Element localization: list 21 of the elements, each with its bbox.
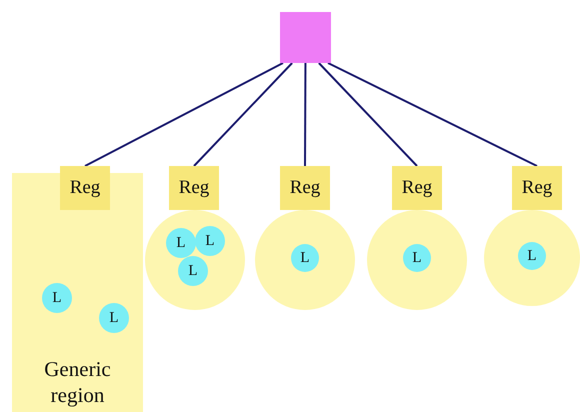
reg-box: Reg bbox=[512, 166, 562, 210]
connector-line bbox=[328, 62, 538, 167]
connector-line bbox=[318, 62, 418, 167]
connector-line bbox=[84, 62, 284, 167]
l-circle: L bbox=[291, 244, 319, 272]
l-circle: L bbox=[518, 242, 546, 270]
region-label: Generic region bbox=[43, 356, 112, 408]
reg-box: Reg bbox=[392, 166, 442, 210]
reg-box: Reg bbox=[60, 166, 110, 210]
connector-line bbox=[304, 63, 306, 166]
region-rectangle bbox=[12, 173, 143, 412]
reg-box: Reg bbox=[169, 166, 219, 210]
l-circle: L bbox=[42, 283, 72, 313]
l-circle: L bbox=[403, 244, 431, 272]
square-node bbox=[280, 12, 331, 63]
l-circle: L bbox=[178, 256, 208, 286]
l-circle: L bbox=[166, 228, 196, 258]
reg-box: Reg bbox=[280, 166, 330, 210]
l-circle: L bbox=[195, 226, 225, 256]
l-circle: L bbox=[99, 303, 129, 333]
connector-line bbox=[193, 62, 293, 167]
